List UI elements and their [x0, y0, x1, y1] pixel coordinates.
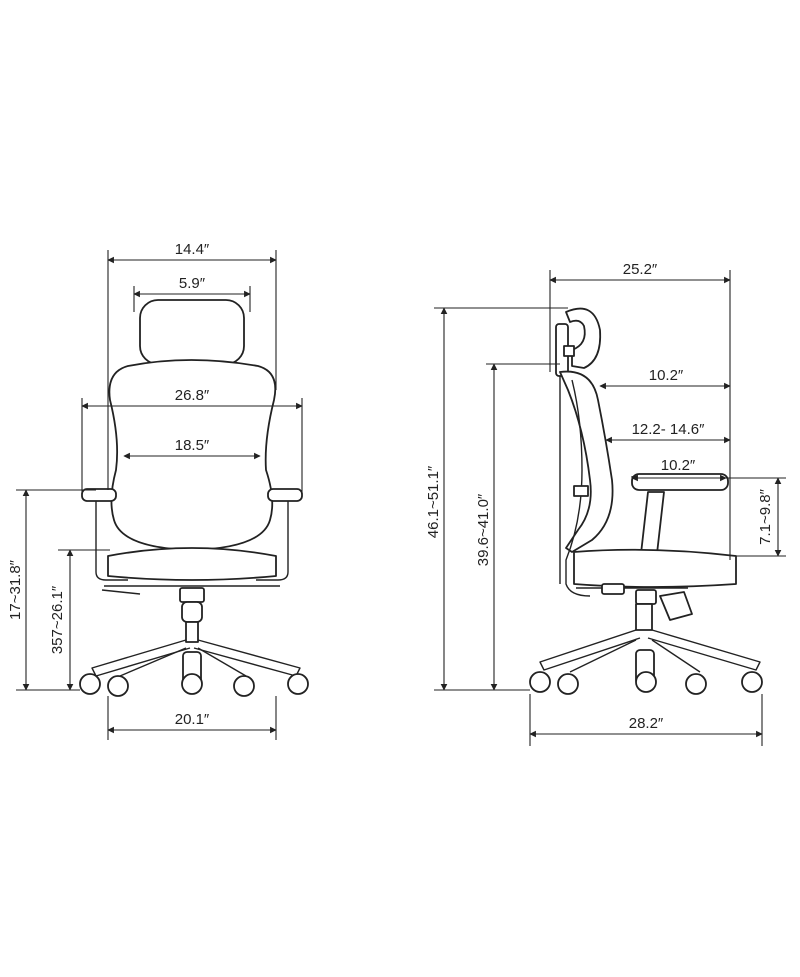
side-dimension-lines: [434, 270, 786, 746]
dim-armrest-outer-width: 26.8″: [175, 387, 210, 404]
dim-seat-height: 357~26.1″: [49, 585, 66, 654]
side-view: 25.2″ 10.2″ 12.2- 14.6″ 10.2″ 7.1~9.8″ 4…: [425, 261, 786, 746]
dim-backrest-depth: 10.2″: [649, 367, 684, 384]
dim-headrest-span: 14.4″: [175, 241, 210, 258]
dim-armrest-adjust: 7.1~9.8″: [757, 488, 774, 544]
dim-seat-width: 18.5″: [175, 437, 210, 454]
dim-base-depth: 28.2″: [629, 715, 664, 732]
front-chair-drawing: [79, 299, 309, 697]
dim-headrest-width: 5.9″: [179, 275, 206, 292]
dim-back-height: 39.6~41.0″: [475, 493, 492, 566]
side-chair-drawing: [529, 307, 763, 695]
dim-overall-height: 46.1~51.1″: [425, 465, 442, 538]
front-view: 14.4″ 5.9″ 26.8″ 18.5″ 17~31.8″ 357~26.1…: [7, 241, 309, 740]
front-dimension-lines: [16, 250, 303, 740]
dim-armrest-length: 10.2″: [661, 457, 696, 474]
dim-armrest-height: 17~31.8″: [7, 559, 24, 620]
dim-base-width: 20.1″: [175, 711, 210, 728]
dim-overall-depth: 25.2″: [623, 261, 658, 278]
dim-seat-depth: 12.2- 14.6″: [632, 421, 706, 438]
